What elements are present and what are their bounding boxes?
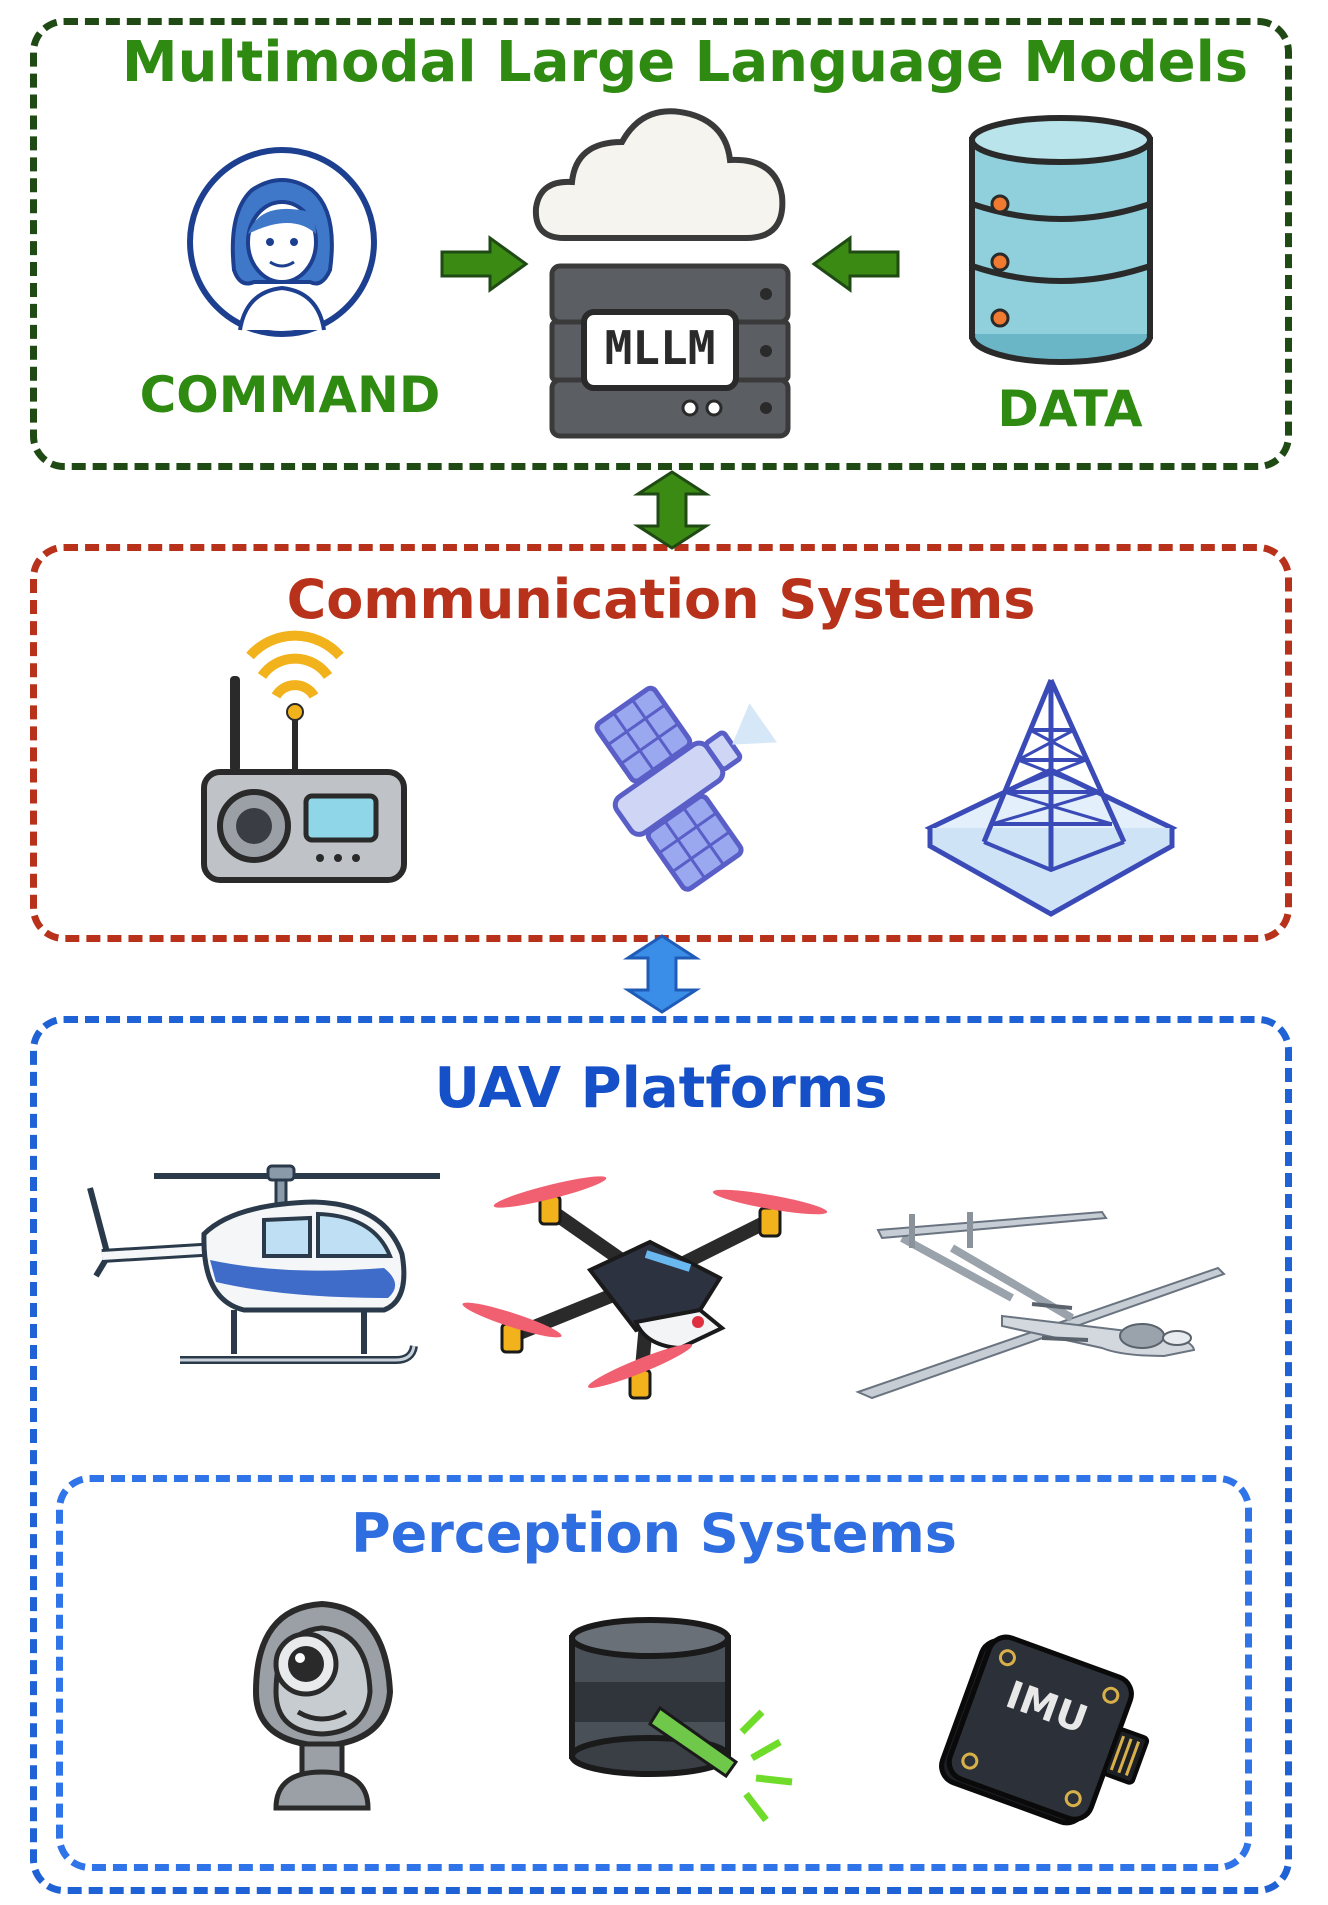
communication-title: Communication Systems (286, 568, 1036, 631)
camera-icon (252, 1600, 394, 1811)
satellite-icon (594, 685, 777, 892)
mllm-title: Multimodal Large Language Models (121, 30, 1249, 95)
radio-icon (201, 630, 407, 883)
user-icon (187, 147, 377, 337)
uav-section-box (30, 1016, 1292, 1894)
lidar-icon (569, 1617, 793, 1823)
bidirectional-arrow-icon (632, 470, 712, 550)
bidirectional-arrow-icon (622, 934, 702, 1014)
perception-title: Perception Systems (351, 1502, 957, 1565)
command-label: COMMAND (139, 366, 441, 424)
arrow-right-icon (440, 235, 529, 293)
imu-icon: IMU (939, 1634, 1150, 1826)
tower-icon (924, 678, 1178, 917)
arrow-left-icon (811, 235, 900, 293)
cloud-server-icon: MLLM (532, 108, 791, 439)
helicopter-icon (87, 1164, 440, 1364)
database-icon (969, 115, 1153, 365)
server-label: MLLM (605, 321, 716, 375)
perception-section-box (56, 1475, 1252, 1871)
uav-title: UAV Platforms (434, 1056, 888, 1121)
mllm-section-box (30, 18, 1292, 470)
drone-icon (462, 1176, 828, 1400)
fixed-wing-uav-icon (855, 1210, 1226, 1400)
data-label: DATA (997, 380, 1143, 438)
